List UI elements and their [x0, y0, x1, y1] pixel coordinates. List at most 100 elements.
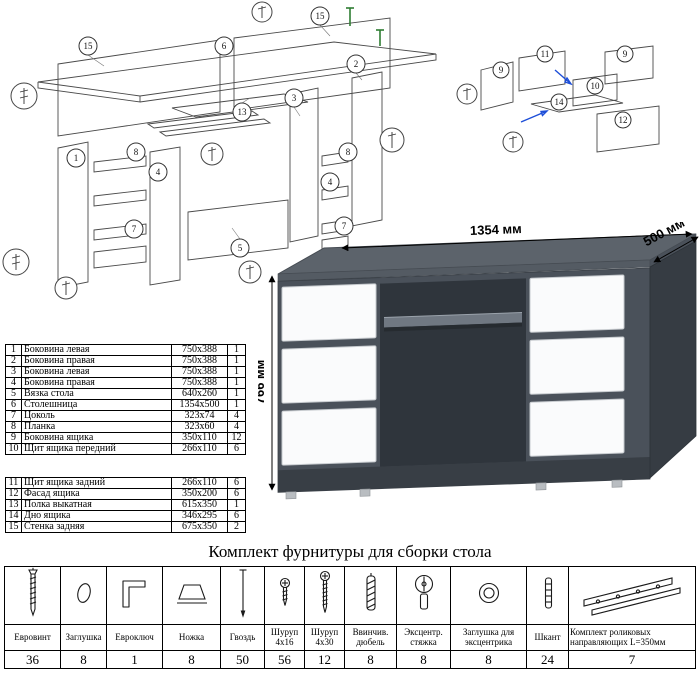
- part-name: Фасад ящика: [21, 488, 172, 500]
- hw-name: Шуруп 4х30: [304, 624, 345, 651]
- part-num: 5: [5, 388, 22, 400]
- drawer-front[interactable]: [281, 407, 377, 466]
- part-num: 4: [5, 377, 22, 389]
- drawer-front[interactable]: [281, 283, 377, 342]
- svg-text:9: 9: [623, 49, 628, 59]
- hw-icon-cell: [304, 566, 345, 625]
- hw-qty: 56: [264, 650, 305, 669]
- part-name: Столешница: [21, 399, 172, 411]
- callout-1: 1: [66, 148, 86, 168]
- part-name: Боковина левая: [21, 366, 172, 378]
- part-qty: 4: [227, 410, 246, 422]
- callout-6: 6: [214, 36, 234, 56]
- svg-text:15: 15: [84, 41, 94, 51]
- hw-icon-cell: [396, 566, 451, 625]
- hardware-icons-row: [4, 566, 696, 625]
- hw-name: Ввинчив. дюбель: [344, 624, 397, 651]
- part-size: 640х260: [171, 388, 228, 400]
- hw-icon-cell: [4, 566, 61, 625]
- svg-text:12: 12: [619, 115, 628, 125]
- plug-icon: [76, 583, 91, 603]
- part-size: 350х110: [171, 432, 228, 444]
- hardware-names-row: Евровинт Заглушка Евроключ Ножка Гвоздь …: [4, 624, 696, 651]
- part-num: 2: [5, 355, 22, 367]
- svg-text:10: 10: [591, 81, 601, 91]
- drawer-front[interactable]: [529, 398, 625, 457]
- part-qty: 1: [227, 355, 246, 367]
- part-size: 750х388: [171, 377, 228, 389]
- part-num: 11: [5, 477, 22, 489]
- svg-text:5: 5: [238, 243, 243, 253]
- desk-side-panel: [649, 240, 697, 479]
- callout-9b: 9: [616, 45, 634, 63]
- part-name: Щит ящика передний: [21, 443, 172, 455]
- hw-icon-cell: [106, 566, 163, 625]
- part-qty: 6: [227, 488, 246, 500]
- hw-name: Эксцентр. стяжка: [396, 624, 451, 651]
- back-panels: [57, 17, 391, 137]
- cam-cap-icon: [478, 582, 499, 604]
- part-num: 12: [5, 488, 22, 500]
- part-name: Боковина ящика: [21, 432, 172, 444]
- height-dimension-label: 766 мм: [258, 360, 267, 405]
- callout-5: 5: [230, 238, 250, 258]
- svg-text:4: 4: [156, 167, 161, 177]
- desk-center-opening: [380, 278, 526, 467]
- fastener-detail-icon: [2, 1, 405, 300]
- part-name: Полка выкатная: [21, 499, 172, 511]
- callout-4b: 4: [320, 172, 340, 192]
- hw-name: Евроключ: [106, 624, 163, 651]
- callout-2: 2: [346, 54, 366, 74]
- desk-3d-render: 1354 мм 500 мм 766 мм: [258, 222, 699, 500]
- hex-key-icon: [121, 580, 146, 608]
- drawer-front[interactable]: [529, 274, 625, 333]
- roller-guides-icon: [583, 577, 681, 616]
- part-size: 350х200: [171, 488, 228, 500]
- callout-15: 15: [78, 36, 98, 56]
- hw-icon-cell: [220, 566, 265, 625]
- keyboard-shelf: [146, 93, 309, 137]
- part-size: 750х388: [171, 355, 228, 367]
- svg-text:14: 14: [555, 97, 565, 107]
- hw-qty: 12: [304, 650, 345, 669]
- hw-name: Ножка: [162, 624, 221, 651]
- part-qty: 2: [227, 521, 246, 533]
- desk-foot: [535, 482, 547, 491]
- callout-13: 13: [232, 102, 252, 122]
- drawer-front[interactable]: [281, 345, 377, 404]
- hw-icon-cell: [60, 566, 107, 625]
- part-qty: 1: [227, 344, 246, 356]
- part-num: 3: [5, 366, 22, 378]
- hw-icon-cell: [526, 566, 569, 625]
- part-num: 1: [5, 344, 22, 356]
- hw-qty: 8: [396, 650, 451, 669]
- hw-qty: 8: [344, 650, 397, 669]
- svg-text:13: 13: [238, 107, 248, 117]
- desk-foot: [611, 479, 623, 488]
- part-size: 266х110: [171, 477, 228, 489]
- hw-qty: 8: [450, 650, 527, 669]
- cam-lock-icon: [414, 574, 433, 610]
- part-qty: 12: [227, 432, 246, 444]
- part-name: Боковина левая: [21, 344, 172, 356]
- svg-text:4: 4: [328, 177, 333, 187]
- part-num: 13: [5, 499, 22, 511]
- screw-in-dowel-icon: [365, 573, 376, 611]
- desktop-panel: [37, 41, 437, 103]
- part-qty: 1: [227, 388, 246, 400]
- hardware-kit-title: Комплект фурнитуры для сборки стола: [208, 542, 492, 561]
- callout-12: 12: [614, 111, 632, 129]
- desk-foot: [359, 488, 371, 497]
- part-name: Планка: [21, 421, 172, 433]
- svg-text:9: 9: [499, 65, 504, 75]
- hw-qty: 1: [106, 650, 163, 669]
- part-qty: 1: [227, 399, 246, 411]
- drawer-front[interactable]: [529, 336, 625, 395]
- svg-text:2: 2: [354, 59, 359, 69]
